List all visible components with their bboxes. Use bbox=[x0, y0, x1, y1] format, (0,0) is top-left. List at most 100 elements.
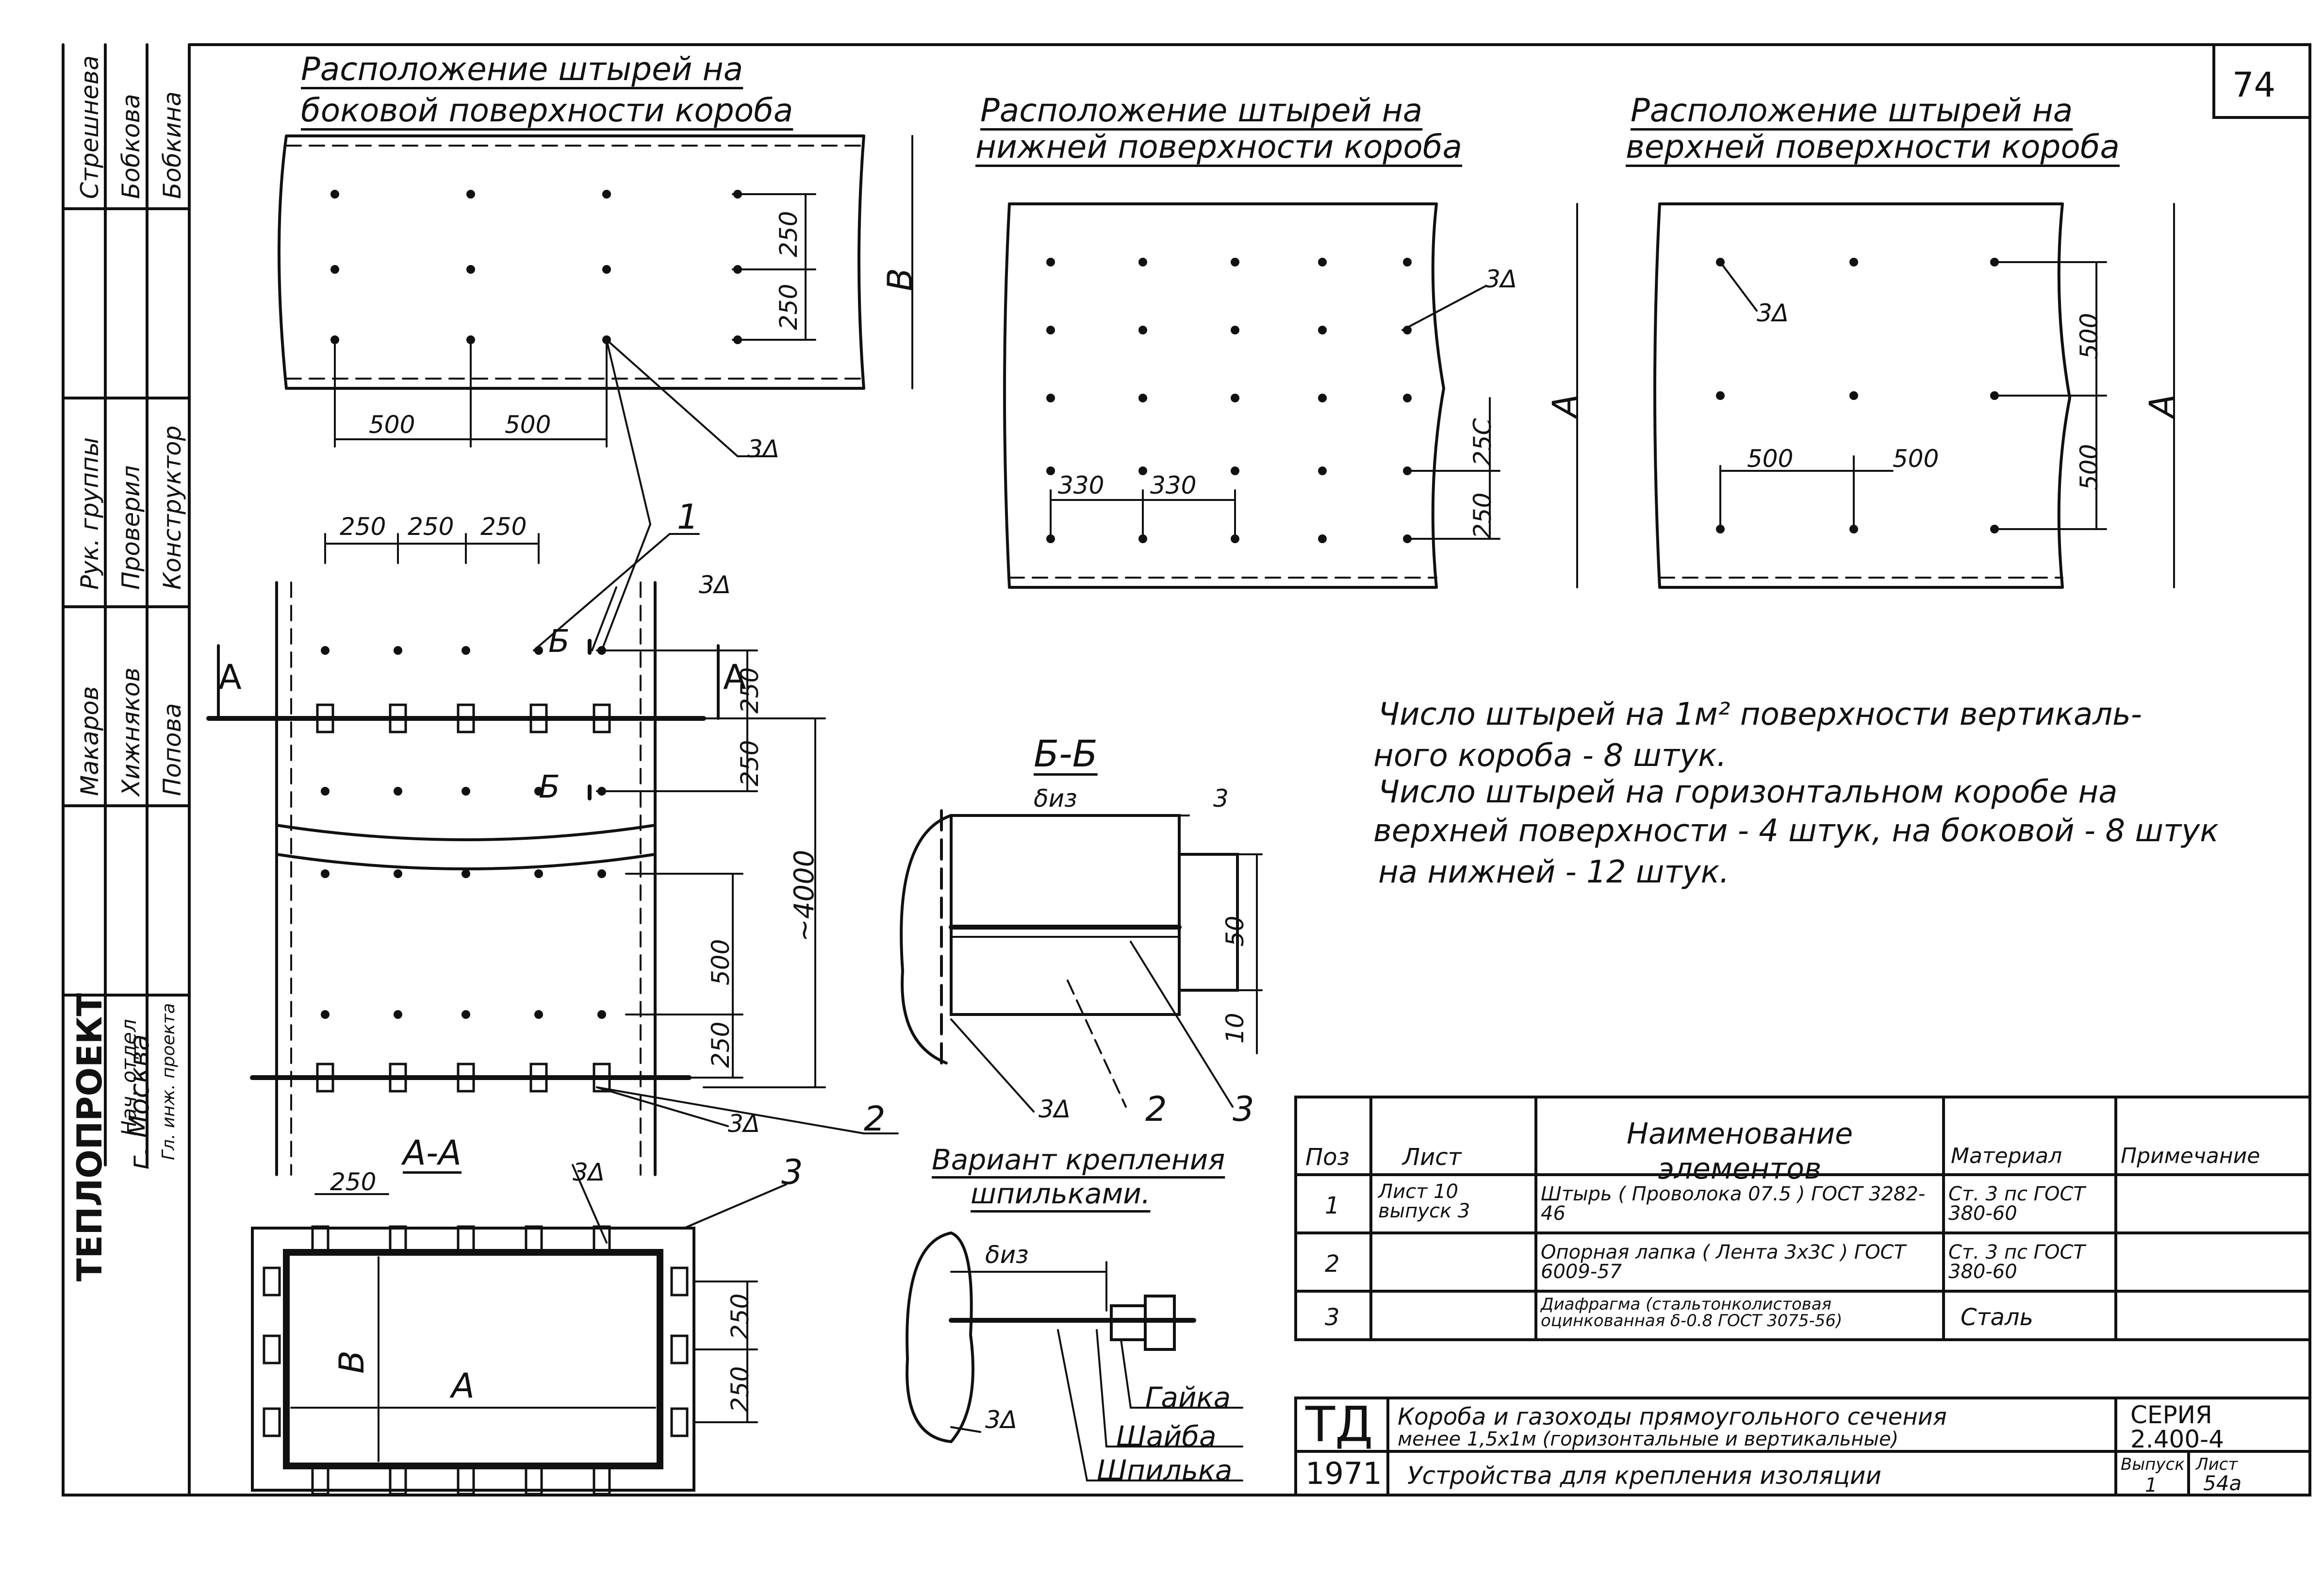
section-aa-title: А-А bbox=[403, 1133, 462, 1173]
title-block bbox=[1294, 1397, 2311, 1497]
stud-dot bbox=[534, 869, 543, 878]
section-aa-dim-v-1: 250 bbox=[726, 1366, 754, 1413]
side-callout: 3Δ bbox=[747, 435, 780, 463]
side-dim-v-0: 250 bbox=[775, 211, 803, 257]
vduct-dim-v-lower-0: 500 bbox=[707, 939, 735, 985]
vduct-dim-top-2: 250 bbox=[480, 513, 527, 541]
stud-dot bbox=[1138, 534, 1147, 543]
table-row-1-material: Ст. 3 пс ГОСТ 380-60 bbox=[1948, 1183, 2085, 1225]
support-clip bbox=[525, 1225, 543, 1255]
table-row-1-name: Штырь ( Проволока 07.5 ) ГОСТ 3282-46 bbox=[1541, 1183, 1926, 1225]
stud-dot bbox=[1716, 391, 1725, 400]
bottom-callout: 3Δ bbox=[1485, 265, 1517, 293]
table-header-name: Наименование элементов bbox=[1626, 1117, 1853, 1186]
stud-dot bbox=[1318, 258, 1327, 266]
vduct-dim-top-1: 250 bbox=[408, 513, 454, 541]
stud-dot bbox=[1231, 258, 1239, 266]
stud-dot bbox=[1231, 326, 1239, 334]
variant-thickness: δиз bbox=[985, 1241, 1029, 1269]
note-line-4: верхней поверхности - 4 штук, на боковой… bbox=[1373, 813, 2219, 849]
stud-dot bbox=[1849, 391, 1858, 400]
title-block-subtitle: Устройства для крепления изоляции bbox=[1407, 1462, 1882, 1490]
stud-dot bbox=[602, 190, 611, 199]
support-clip bbox=[316, 1063, 334, 1093]
title-block-series-value: 2.400-4 bbox=[2130, 1425, 2224, 1453]
stud-dot bbox=[466, 265, 475, 274]
vduct-overall: ~4000 bbox=[789, 849, 820, 942]
stud-dot bbox=[462, 787, 470, 796]
section-bb-pos-3: 3 bbox=[1233, 1089, 1254, 1129]
sheet-number-box bbox=[2212, 43, 2311, 119]
support-clip bbox=[389, 1225, 407, 1255]
stud-dot bbox=[330, 335, 339, 344]
table-row-3-material: Сталь bbox=[1961, 1304, 2033, 1331]
bottom-dim-v-0: 25C bbox=[1468, 418, 1497, 466]
stamp-role-1: Проверил bbox=[117, 465, 145, 590]
table-header-sheet: Лист bbox=[1402, 1144, 1462, 1171]
stud-dot bbox=[1403, 326, 1412, 334]
support-clip bbox=[457, 1465, 475, 1496]
top-dim-h-0: 500 bbox=[1747, 445, 1794, 473]
support-clip bbox=[457, 1063, 475, 1093]
vduct-section-a-left: А bbox=[218, 657, 242, 697]
stamp-role-2: Рук. группы bbox=[76, 437, 104, 590]
parts-table bbox=[1294, 1096, 2311, 1341]
variant-callout: 3Δ bbox=[985, 1406, 1018, 1434]
stud-dot bbox=[602, 265, 611, 274]
table-row-3-pos: 3 bbox=[1325, 1304, 1340, 1331]
section-bb-dim-50: 50 bbox=[1221, 915, 1249, 947]
stud-dot bbox=[1046, 394, 1055, 402]
stud-dot bbox=[1138, 326, 1147, 334]
variant-label-washer: Шайба bbox=[1116, 1420, 1217, 1453]
vduct-callout-lower: 3Δ bbox=[728, 1110, 760, 1138]
stud-dot bbox=[321, 1010, 330, 1019]
top-view-title-1: Расположение штырей на bbox=[1631, 92, 2073, 129]
bottom-view-title-2: нижней поверхности короба bbox=[975, 128, 1462, 166]
bottom-dim-h-1: 330 bbox=[1150, 471, 1197, 499]
stud-dot bbox=[1046, 466, 1055, 475]
side-dim-h-0: 500 bbox=[369, 411, 415, 439]
support-clip bbox=[263, 1334, 281, 1364]
frame-outer bbox=[62, 43, 2311, 1497]
support-clip bbox=[670, 1266, 689, 1297]
support-clip bbox=[529, 1063, 548, 1093]
stud-dot bbox=[1231, 394, 1239, 402]
stud-dot bbox=[597, 787, 606, 796]
title-block-sheet-label: Лист bbox=[2196, 1455, 2238, 1474]
table-header-pos: Поз bbox=[1305, 1144, 1350, 1171]
vduct-section-b-bottom: Б bbox=[539, 769, 560, 805]
section-aa-outer bbox=[251, 1227, 695, 1492]
stud-dot bbox=[1318, 394, 1327, 402]
stud-dot bbox=[330, 265, 339, 274]
bottom-dim-v-1: 250 bbox=[1468, 492, 1497, 539]
stud-dot bbox=[597, 1010, 606, 1019]
stud-dot bbox=[462, 1010, 470, 1019]
side-view-break-right bbox=[857, 134, 865, 390]
table-row-2-material: Ст. 3 пс ГОСТ 380-60 bbox=[1948, 1241, 2085, 1283]
stamp-role-5: Гл. инж. проекта bbox=[159, 1003, 179, 1160]
section-bb-title: Б-Б bbox=[1034, 732, 1098, 775]
section-aa-a: А bbox=[451, 1366, 475, 1406]
support-clip bbox=[593, 703, 611, 733]
top-dim-v-0: 500 bbox=[2075, 313, 2103, 359]
table-row-1-sheet: Лист 10 выпуск 3 bbox=[1378, 1181, 1470, 1222]
support-clip bbox=[311, 1225, 330, 1255]
stud-dot bbox=[1849, 525, 1858, 533]
stud-dot bbox=[1046, 258, 1055, 266]
stud-dot bbox=[1990, 391, 1999, 400]
stud-dot bbox=[1138, 466, 1147, 475]
bottom-width-label: А bbox=[1545, 394, 1585, 417]
title-block-year: 1971 bbox=[1305, 1456, 1382, 1491]
side-dim-v-1: 250 bbox=[775, 283, 803, 330]
stud-dot bbox=[321, 869, 330, 878]
stud-dot bbox=[1318, 534, 1327, 543]
sheet-number: 74 bbox=[2232, 65, 2276, 105]
vduct-dim-v-lower-1: 250 bbox=[707, 1021, 735, 1068]
support-clip bbox=[593, 1063, 611, 1093]
stud-dot bbox=[1403, 258, 1412, 266]
support-clip bbox=[389, 703, 407, 733]
support-clip bbox=[389, 1063, 407, 1093]
title-block-issue-label: Выпуск bbox=[2121, 1455, 2185, 1474]
stud-dot bbox=[1990, 258, 1999, 266]
